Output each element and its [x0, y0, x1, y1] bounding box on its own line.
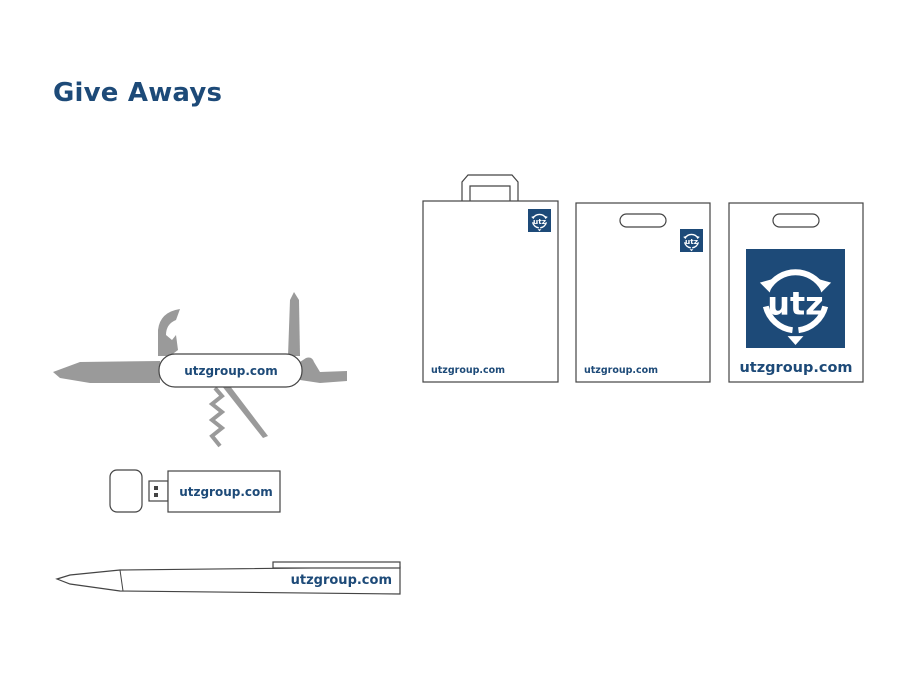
bag-handle-hole [619, 213, 667, 228]
pen-clip [272, 561, 401, 569]
knife-url: utzgroup.com [184, 364, 278, 378]
knife-blade [53, 361, 160, 383]
can-opener [158, 309, 180, 356]
usb-url: utzgroup.com [179, 485, 273, 499]
plastic-bag-url: utzgroup.com [584, 365, 658, 376]
swiss-knife: utzgroup.com [53, 292, 347, 448]
plastic-bag-url: utzgroup.com [739, 360, 852, 376]
utz-logo [679, 228, 704, 253]
pen: utzgroup.com [55, 561, 401, 595]
pen-url: utzgroup.com [291, 573, 392, 588]
awl [288, 292, 300, 356]
plastic-bag-small-logo: utzgroup.com [575, 202, 711, 383]
knife-handle [158, 353, 303, 388]
page-title: Give Aways [53, 78, 223, 108]
plastic-bag-large-logo: utzgroup.com [728, 202, 864, 383]
utz-logo [527, 208, 552, 233]
bottle-opener [300, 357, 347, 383]
paper-bag: utzgroup.com [422, 174, 559, 383]
paper-bag-url: utzgroup.com [431, 365, 505, 376]
usb-body [167, 470, 281, 513]
corkscrew [208, 386, 226, 448]
usb-cap [109, 469, 143, 513]
bag-handle-hole [772, 213, 820, 228]
usb-connector [148, 480, 169, 502]
small-blade [222, 386, 268, 438]
utz-logo [746, 249, 845, 348]
usb-stick: utzgroup.com [109, 469, 281, 513]
pen-body [55, 566, 401, 595]
